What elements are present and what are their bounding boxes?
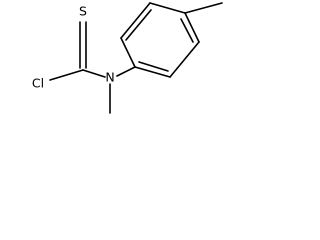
bond-ring-methyl	[184, 2, 223, 14]
bond-c-cl	[49, 69, 84, 81]
bond-c-n	[82, 69, 106, 78]
ring-inner-double-3	[138, 61, 169, 72]
chlorine-atom-label: Cl	[32, 76, 44, 91]
ring-bond-3	[149, 2, 186, 14]
ring-bond-1	[120, 37, 136, 68]
sulfur-atom-label: S	[79, 4, 87, 19]
bond-n-ring	[116, 66, 136, 77]
nitrogen-atom-label: N	[105, 70, 114, 85]
ring-bond-2	[120, 2, 151, 39]
chemical-structure-diagram: S Cl N	[32, 2, 223, 114]
ring-inner-double-2	[180, 18, 194, 43]
ring-bond-5	[169, 41, 200, 78]
ring-inner-double-1	[125, 9, 152, 41]
ring-bond-6	[134, 66, 171, 78]
ring-bond-4	[184, 12, 200, 43]
